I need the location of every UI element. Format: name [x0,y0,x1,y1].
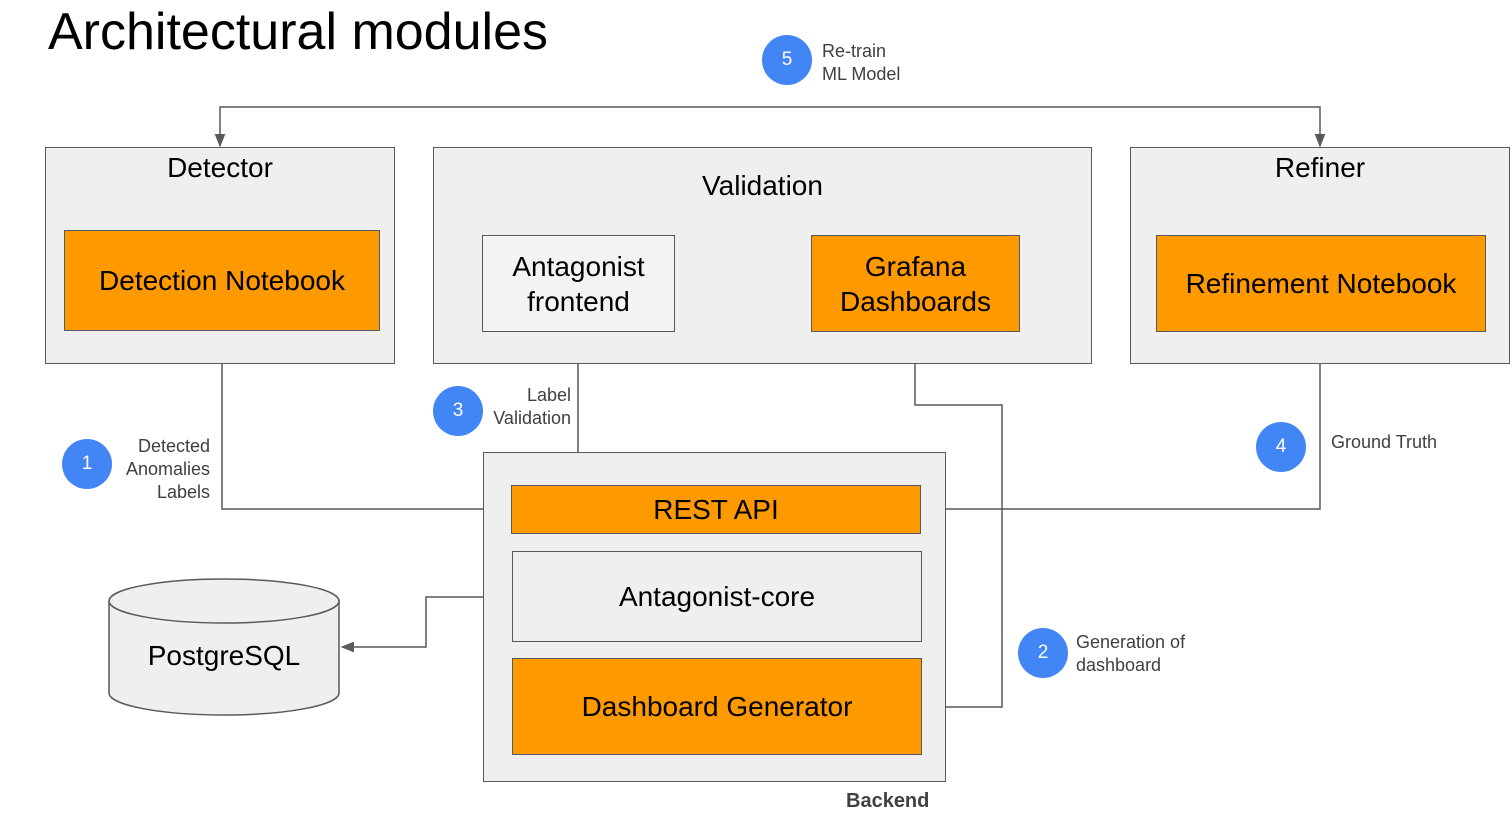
step-4-badge: 4 [1256,422,1306,472]
antagonist-frontend: Antagonist frontend [482,235,675,332]
dashboard-generator: Dashboard Generator [512,658,922,755]
db-connector [340,591,513,653]
backend-label: Backend [846,790,930,812]
step-3-badge: 3 [433,386,483,436]
postgresql-label: PostgreSQL [147,640,301,671]
detector-label: Detector [167,152,273,183]
postgresql-cylinder [108,578,340,716]
step-1-label: Detected Anomalies Labels [125,436,210,502]
step-1-badge: 1 [62,439,112,489]
page-title: Architectural modules [48,3,548,61]
grafana-dashboards: Grafana Dashboards [811,235,1020,332]
antagonist-core: Antagonist-core [512,551,922,642]
step-2-label: Generation of dashboard [1076,632,1186,675]
step-3-label: Label Validation [493,385,571,428]
step-2-badge: 2 [1018,628,1068,678]
refiner-label: Refiner [1274,152,1366,183]
refinement-notebook: Refinement Notebook [1156,235,1486,332]
detected-labels-connector [221,331,512,515]
step-5-label: Re-train ML Model [822,41,901,84]
detection-notebook: Detection Notebook [64,230,380,331]
retrain-connector [214,106,1326,148]
rest-api: REST API [511,485,921,534]
step-5-badge: 5 [762,35,812,85]
ground-truth-connector [920,331,1326,510]
validation-label: Validation [702,170,823,201]
dashboard-generation-connector [909,331,1003,708]
step-4-label: Ground Truth [1331,432,1438,452]
